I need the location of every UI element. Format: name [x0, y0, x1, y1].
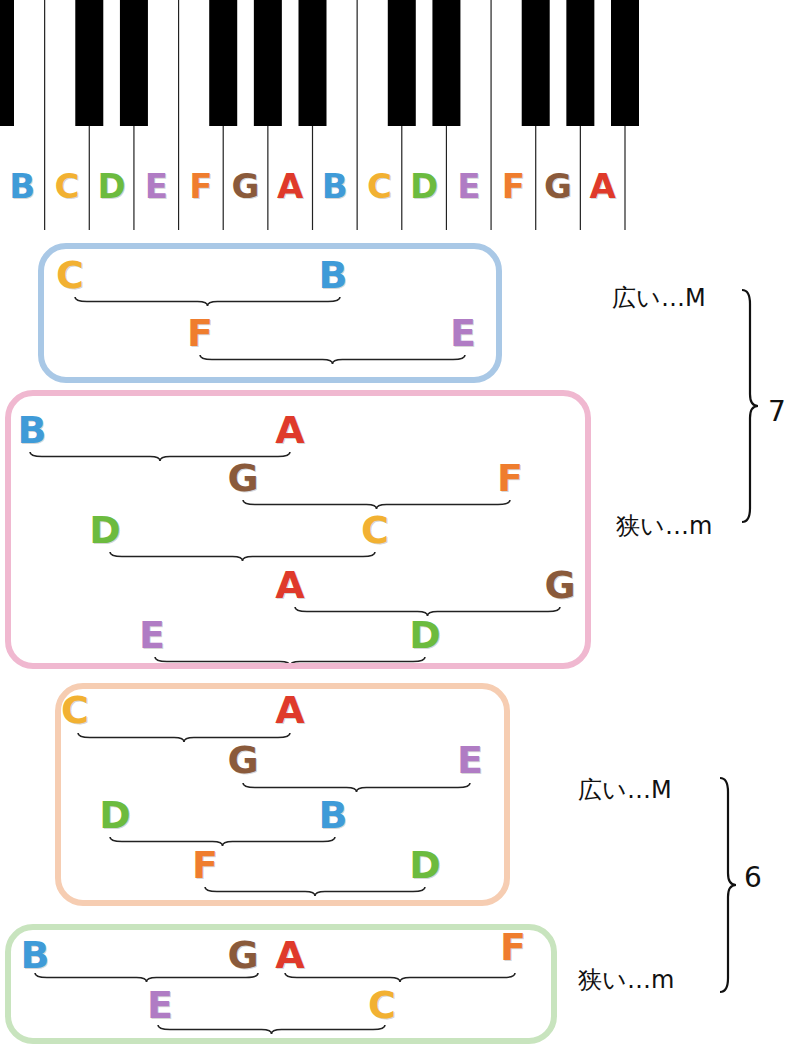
note-letter: D: [99, 796, 131, 834]
key-letter: C: [54, 169, 79, 203]
black-key: [522, 0, 550, 126]
note-letter: C: [361, 511, 389, 549]
interval-group-box: B GA F E C: [5, 924, 557, 1044]
black-key: [0, 0, 14, 126]
key-letter: F: [502, 169, 525, 203]
note-letter: B: [18, 411, 47, 449]
key-letter: E: [145, 169, 168, 203]
note-letter: E: [450, 314, 476, 352]
note-letter: A: [275, 691, 304, 729]
key-letter: D: [97, 169, 125, 203]
black-key: [566, 0, 594, 126]
interval-brace: [295, 607, 560, 616]
interval-group-box: C B F E: [38, 243, 502, 383]
note-letter: F: [192, 846, 218, 884]
black-key: [120, 0, 148, 126]
key-letter: A: [590, 169, 616, 203]
note-letter: E: [139, 616, 165, 654]
note-letter: C: [61, 691, 89, 729]
interval-brace: [110, 837, 335, 846]
interval-group-box: C AG E D B F D: [55, 683, 510, 906]
note-letter: B: [21, 936, 50, 974]
group-brace: [720, 778, 736, 992]
note-letter: F: [500, 928, 526, 966]
key-letter: E: [457, 169, 480, 203]
note-letter: D: [409, 616, 441, 654]
note-letter: B: [319, 256, 348, 294]
note-letter: A: [275, 411, 304, 449]
size-note: 狭い…m: [616, 514, 712, 538]
interval-group-box: BAGFDCAGED: [5, 390, 591, 669]
black-key: [75, 0, 103, 126]
interval-brace: [205, 887, 425, 896]
interval-brace: [110, 552, 375, 561]
interval-number: 7: [768, 398, 786, 426]
key-letter: D: [410, 169, 438, 203]
black-key: [254, 0, 282, 126]
note-letter: E: [147, 986, 173, 1024]
white-key-edge: [178, 0, 179, 230]
black-key: [299, 0, 327, 126]
interval-brace: [285, 973, 515, 982]
note-letter: E: [457, 741, 483, 779]
note-letter: A: [275, 566, 304, 604]
group-brace: [742, 290, 758, 522]
interval-brace: [243, 783, 470, 792]
note-letter: F: [497, 459, 523, 497]
white-key-edge: [44, 0, 45, 230]
note-letter: B: [319, 796, 348, 834]
black-key: [432, 0, 460, 126]
note-letter: C: [56, 256, 84, 294]
interval-brace: [75, 297, 340, 306]
size-note: 広い…M: [612, 286, 706, 310]
note-letter: G: [544, 566, 575, 604]
key-letter: A: [277, 169, 303, 203]
note-letter: A: [275, 936, 304, 974]
note-letter: D: [89, 511, 121, 549]
key-letter: F: [189, 169, 212, 203]
interval-brace: [243, 500, 510, 509]
note-letter: G: [227, 741, 258, 779]
note-letter: G: [227, 459, 258, 497]
key-letter: C: [367, 169, 392, 203]
note-letter: F: [187, 314, 213, 352]
white-key-edge: [490, 0, 491, 230]
note-letter: D: [409, 846, 441, 884]
white-key-edge: [357, 0, 358, 230]
black-key: [209, 0, 237, 126]
interval-number: 6: [744, 864, 762, 892]
size-note: 狭い…m: [578, 968, 674, 992]
black-key: [388, 0, 416, 126]
black-key: [611, 0, 639, 126]
key-letter: B: [322, 169, 348, 203]
size-note: 広い…M: [578, 778, 672, 802]
note-letter: G: [227, 936, 258, 974]
interval-brace: [200, 355, 465, 364]
key-bed: [0, 0, 625, 230]
key-letter: B: [9, 169, 35, 203]
note-letter: C: [368, 986, 396, 1024]
piano-keyboard: [0, 0, 639, 230]
interval-brace: [158, 1025, 385, 1034]
key-letter: G: [544, 169, 572, 203]
interval-brace: [35, 973, 258, 982]
key-letter: G: [232, 169, 260, 203]
